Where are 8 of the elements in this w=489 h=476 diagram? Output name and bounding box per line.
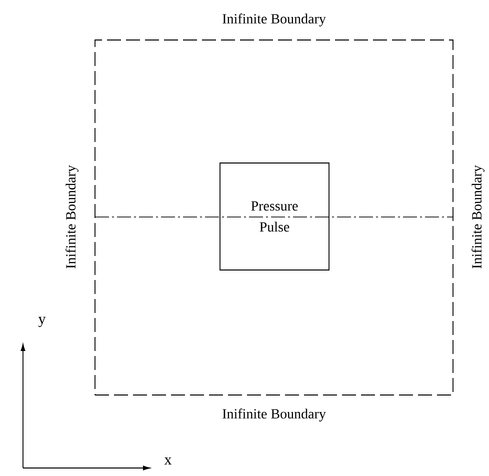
- pulse-box: Pressure Pulse: [220, 162, 330, 270]
- boundary-label: Inifinite Boundary: [222, 408, 326, 422]
- boundary-box: [94, 40, 454, 396]
- boundary-label: Inifinite Boundary: [472, 165, 484, 268]
- axis-label: x: [164, 458, 172, 464]
- axis-label: y: [38, 316, 46, 328]
- boundary-label: Inifinite Boundary: [66, 165, 78, 268]
- boundary-label: Inifinite Boundary: [222, 14, 326, 26]
